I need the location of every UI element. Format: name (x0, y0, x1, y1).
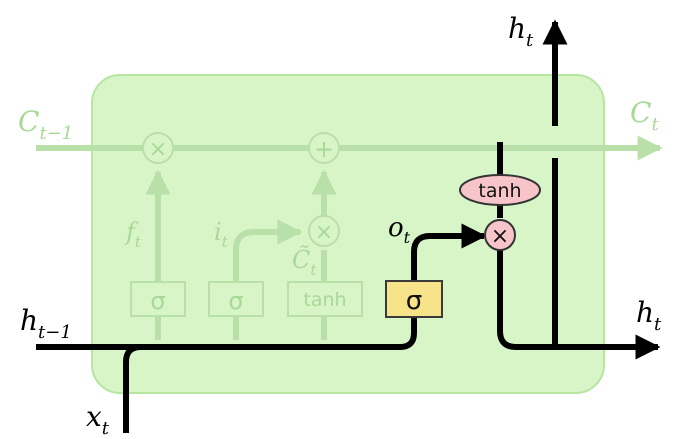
add-symbol: + (314, 135, 334, 163)
add-op: + (308, 132, 340, 164)
label-h-t-right: ht (636, 296, 662, 335)
output-tanh-label: tanh (478, 180, 521, 202)
hidden-input-line (36, 318, 417, 350)
output-tanh-op: tanh (459, 174, 541, 206)
candidate-tanh-gate: tanh (287, 281, 363, 317)
label-c-tilde: C̃t (292, 246, 317, 279)
output-multiply-op: × (484, 219, 516, 251)
x-input-line (123, 344, 142, 433)
label-o-t: ot (388, 213, 411, 247)
forget-sigma-gate: σ (130, 281, 186, 317)
output-sigma-gate: σ (385, 280, 443, 318)
label-i-t: it (214, 218, 229, 251)
forget-multiply-op: × (142, 132, 174, 164)
output-gate-path (411, 223, 487, 281)
forget-multiply-symbol: × (149, 137, 167, 162)
input-sigma-gate: σ (208, 281, 264, 317)
input-multiply-symbol: × (315, 220, 333, 245)
label-x-t: xt (86, 400, 110, 439)
forget-sigma-label: σ (150, 287, 165, 315)
output-sigma-label: σ (406, 286, 422, 316)
label-c-t: Ct (630, 96, 659, 135)
output-hidden-line (497, 250, 661, 360)
label-h-t-top: ht (508, 12, 534, 51)
candidate-tanh-label: tanh (303, 289, 346, 311)
input-gate-path (233, 219, 303, 340)
input-sigma-label: σ (228, 287, 243, 315)
input-multiply-op: × (308, 215, 340, 247)
label-h-prev: ht−1 (20, 304, 72, 343)
output-multiply-symbol: × (491, 224, 509, 249)
label-c-prev: Ct−1 (18, 105, 73, 144)
